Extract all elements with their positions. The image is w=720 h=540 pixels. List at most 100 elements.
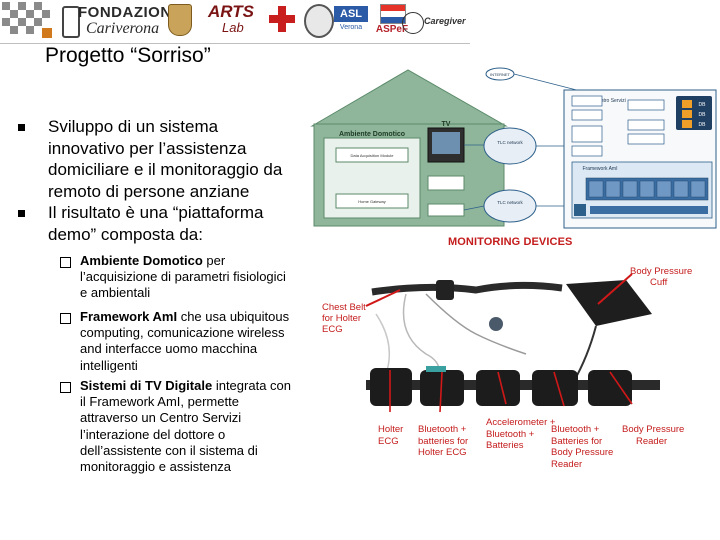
label-btp-line-4: Reader (551, 458, 583, 470)
label-holter-ecg: Holter ECG (378, 424, 403, 447)
sub-item-tv: Sistemi di TV Digitale integrata con il … (80, 378, 312, 475)
diagram-box-a-label: Data Acquisition Module (351, 153, 395, 158)
arts-lab-logo: ARTS Lab (198, 0, 260, 40)
pouch-accelerometer (476, 370, 520, 406)
framework-ami-label: Framework AmI (582, 166, 617, 172)
pouch-teal-tag (426, 366, 446, 372)
label-acc-line-1: Accelerometer + (486, 417, 556, 428)
sub-item-3-line-1: integrata con (215, 378, 291, 393)
caregiver-logo: Caregiver (400, 2, 466, 38)
sub-item-3-line-2: il Framework AmI, permette (80, 394, 239, 410)
internet-label: INTERNET (490, 72, 511, 77)
sub-item-1-line-1: per (206, 253, 226, 268)
sub-item-3-line-5: dell’assistente con il sistema di (80, 442, 258, 458)
db-3-icon (682, 120, 692, 128)
bullet-marker-1 (18, 124, 25, 131)
label-btp-line-2: Batteries for (551, 435, 603, 447)
label-cb-line-1: Chest Belt (322, 302, 366, 313)
label-cb-line-2: for Holter (322, 313, 362, 325)
cariverona-text: Cariverona (86, 20, 160, 37)
label-body-pressure-cuff: Body Pressure Cuff (630, 266, 692, 288)
asl-text: ASL (334, 6, 368, 22)
label-acc-line-3: Batteries (486, 440, 524, 451)
caregiver-text: Caregiver (424, 16, 466, 26)
db-3-label: DB (699, 122, 707, 128)
label-bluetooth-pressure: Bluetooth + Batteries for Body Pressure … (551, 424, 613, 470)
aspef-text: ASPeF (375, 24, 409, 35)
bullet-2-line-2: demo” composta da: (48, 224, 203, 244)
sub-item-2-bold: Framework AmI (80, 309, 178, 324)
pouch-holter-ecg (370, 368, 412, 406)
chest-belt-clip (436, 280, 454, 300)
pouch-bluetooth-pressure (532, 370, 578, 406)
label-body-pressure-reader: Body Pressure Reader (622, 424, 684, 447)
bullet-1-line-3: domiciliare e il monitoraggio da (48, 160, 283, 179)
sub-item-3-line-4: l’interazione del dottore o (80, 426, 226, 442)
label-bpr-line-2: Reader (636, 435, 668, 447)
bullet-1-line-1: Sviluppo di un sistema (48, 117, 219, 136)
label-btp-line-1: Bluetooth + (551, 424, 600, 435)
sub-item-3-line-6: monitoraggio e assistenza (80, 459, 232, 475)
face-icon (402, 12, 424, 34)
label-holter-line-1: Holter (378, 424, 404, 435)
fondazione-mark-icon (62, 6, 80, 38)
arrow-pouch-4 (553, 371, 565, 407)
framework-side-box (574, 204, 586, 216)
checkbox-bullet-3 (60, 382, 71, 393)
seal-icon (304, 4, 334, 38)
db-1-icon (682, 100, 692, 108)
tlc-cloud-1 (483, 127, 537, 165)
label-accelerometer: Accelerometer + Bluetooth + Batteries (486, 417, 555, 452)
red-cross-icon (268, 4, 298, 36)
header-rule (0, 43, 470, 44)
diagram-box-a (335, 147, 409, 163)
fondazione-cariverona-logo: FONDAZIONE Cariverona (60, 2, 182, 40)
label-bpr-line-1: Body Pressure (622, 424, 685, 435)
slide-title: Progetto “Sorriso” (45, 44, 211, 67)
bullet-1: Sviluppo di un sistema innovativo per l’… (48, 116, 282, 202)
sub-item-1-bold: Ambiente Domotico (80, 253, 203, 268)
sub-item-2-line-2: computing, comunicazione wireless (80, 325, 285, 341)
tlc-cloud-2-label: TLC network (497, 200, 523, 205)
sub-item-ambiente: Ambiente Domotico per l’acquisizione di … (80, 253, 310, 302)
label-bth-line-1: Bluetooth + (418, 424, 467, 435)
label-acc-line-2: Bluetooth + (486, 428, 535, 440)
arrow-pouch-2 (439, 371, 443, 412)
arts-text: ARTS (208, 2, 254, 21)
checkbox-bullet-1 (60, 257, 71, 268)
bullet-1-line-4: remoto di persone anziane (48, 181, 250, 201)
tlc-cloud-1-label: TLC network (497, 140, 523, 145)
label-bluetooth-holter: Bluetooth + batteries for Holter ECG (418, 424, 468, 459)
label-bpc-line-1: Body Pressure (630, 266, 693, 277)
electrode-icon (489, 317, 503, 331)
checkbox-bullet-2 (60, 313, 71, 324)
label-cb-line-3: ECG (322, 324, 343, 336)
label-bth-line-3: Holter ECG (418, 447, 467, 458)
bullet-marker-2 (18, 210, 25, 217)
arrow-cuff (597, 273, 633, 305)
arrow-chest-belt (366, 289, 401, 307)
chest-belt-shape (371, 281, 563, 296)
pouch-pressure-reader (588, 370, 632, 406)
sub-item-2-line-4: intelligenti (80, 357, 138, 373)
label-bpc-line-2: Cuff (650, 277, 668, 289)
db-2-icon (682, 110, 692, 118)
bullet-2-line-1: Il risultato è una “piattaforma (48, 203, 264, 222)
asl-logo: ASL Verona (334, 2, 368, 38)
tlc-cloud-2 (483, 189, 537, 223)
checker-logo (2, 2, 52, 38)
aspef-logo: ASPeF (372, 2, 412, 38)
sub-item-3-line-3: attraverso un Centro Servizi (80, 410, 242, 426)
centro-servizi-label: Centro Servizi (594, 98, 625, 104)
tv-screen (432, 132, 460, 154)
asl-sub-text: Verona (339, 24, 363, 31)
sub-item-2-line-1: che usa ubiquitous (180, 309, 290, 324)
crest-icon (168, 4, 192, 36)
fondazione-text: FONDAZIONE (78, 4, 183, 21)
bullet-1-line-2: innovativo per l’assistenza (48, 138, 247, 158)
house-roof-shape (310, 69, 508, 127)
label-chest-belt: Chest Belt for Holter ECG (322, 302, 366, 336)
sub-item-1-line-3: e ambientali (80, 285, 151, 301)
sub-item-1-line-2: l’acquisizione di parametri fisiologici (80, 269, 286, 285)
db-2-label: DB (699, 112, 707, 118)
